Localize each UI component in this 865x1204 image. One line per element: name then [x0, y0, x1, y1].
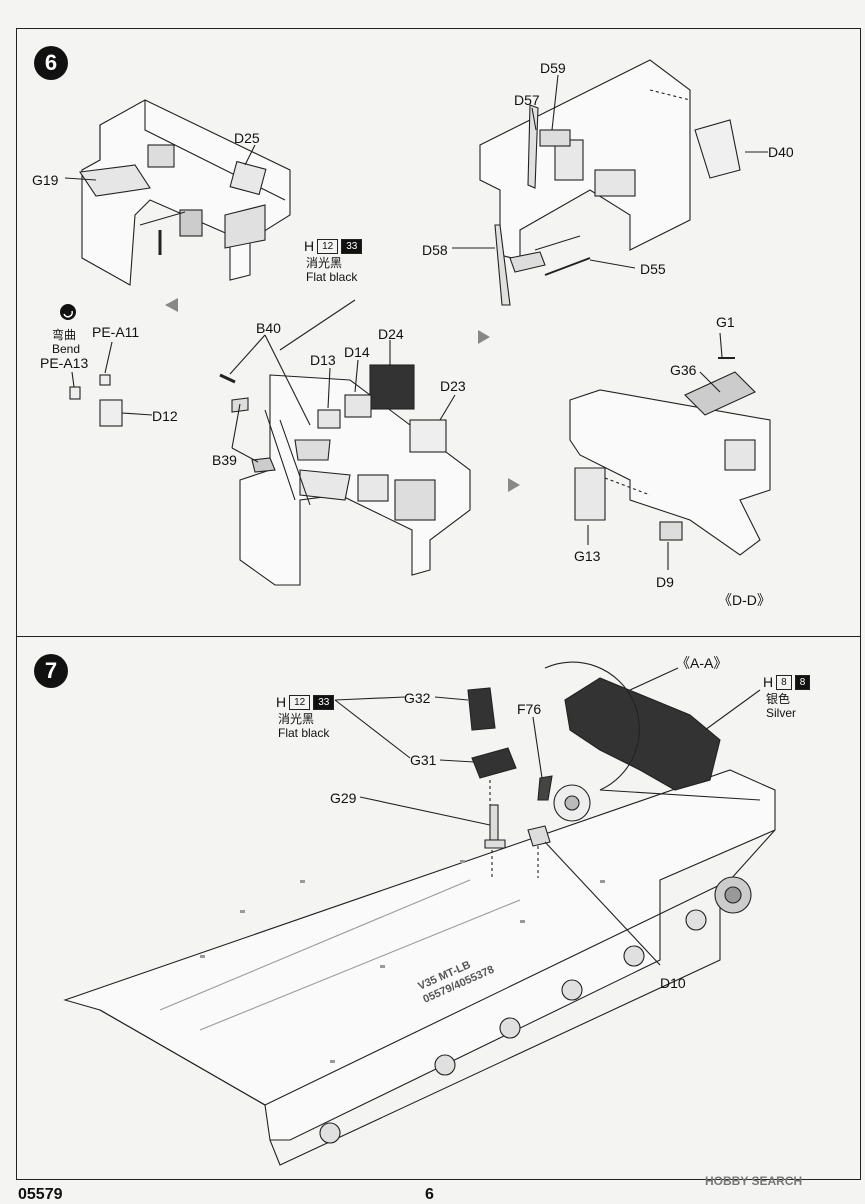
- label-g13: G13: [574, 548, 601, 564]
- label-d10: D10: [660, 975, 686, 991]
- label-d9: D9: [656, 574, 674, 590]
- paint-silver-en: Silver: [766, 706, 797, 720]
- label-f76: F76: [517, 701, 542, 717]
- view-label-a-a: 《A-A》: [676, 655, 728, 671]
- watermark: HOBBY SEARCH: [705, 1174, 803, 1188]
- paint-code-2: 8: [794, 674, 811, 690]
- label-b39: B39: [212, 452, 237, 468]
- label-pe-a11: PE-A11: [92, 324, 140, 340]
- instruction-frame: [16, 28, 861, 1180]
- step-divider: [16, 636, 861, 637]
- paint-code-1: 12: [317, 238, 339, 254]
- step-6-badge: 6: [34, 46, 68, 80]
- label-g36: G36: [670, 362, 697, 378]
- paint-silver-cn: 银色: [766, 692, 791, 706]
- label-d25: D25: [234, 130, 260, 146]
- label-g32: G32: [404, 690, 431, 706]
- label-g19: G19: [32, 172, 59, 188]
- label-d23: D23: [440, 378, 466, 394]
- paint-callout-flat-black-7: H 12 33: [276, 694, 335, 710]
- label-d12: D12: [152, 408, 178, 424]
- label-d58: D58: [422, 242, 448, 258]
- step-7-badge: 7: [34, 654, 68, 688]
- paint-callout-flat-black: H 12 33: [304, 238, 363, 254]
- label-g1: G1: [716, 314, 735, 330]
- label-d59: D59: [540, 60, 566, 76]
- page-number: 6: [425, 1186, 434, 1203]
- paint-en: Flat black: [306, 270, 358, 284]
- paint-code-2: 33: [341, 238, 363, 254]
- paint-callout-silver: H 8 8: [763, 674, 811, 690]
- bend-label-en: Bend: [52, 342, 81, 356]
- paint-letter: H: [276, 694, 287, 710]
- paint-black-cn: 消光黑: [278, 712, 315, 726]
- paint-code-1: 8: [776, 674, 792, 690]
- label-g31: G31: [410, 752, 437, 768]
- label-d57: D57: [514, 92, 540, 108]
- paint-code-1: 12: [289, 694, 311, 710]
- product-code: 05579: [18, 1186, 63, 1203]
- paint-code-2: 33: [313, 694, 335, 710]
- label-d14: D14: [344, 344, 370, 360]
- label-pe-a13: PE-A13: [40, 355, 89, 371]
- label-d24: D24: [378, 326, 404, 342]
- label-d13: D13: [310, 352, 336, 368]
- paint-letter: H: [763, 674, 774, 690]
- view-label-d-d: 《D-D》: [718, 592, 771, 608]
- label-d55: D55: [640, 261, 666, 277]
- label-b40: B40: [256, 320, 281, 336]
- direction-arrows: [165, 298, 520, 492]
- paint-letter: H: [304, 238, 315, 254]
- paint-cn: 消光黑: [306, 256, 343, 270]
- bend-label-cn: 弯曲: [52, 328, 77, 342]
- label-g29: G29: [330, 790, 357, 806]
- bend-icon: [60, 304, 76, 320]
- paint-black-en: Flat black: [278, 726, 330, 740]
- label-d40: D40: [768, 144, 794, 160]
